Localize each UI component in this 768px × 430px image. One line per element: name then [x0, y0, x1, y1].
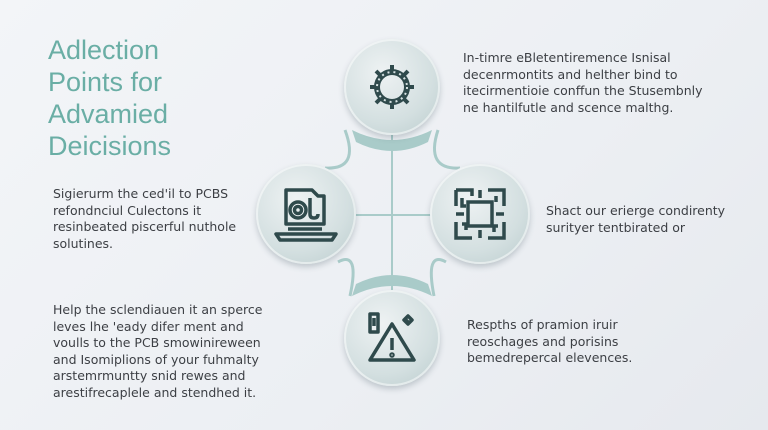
laptop-icon [274, 188, 338, 242]
text-line: Help the sclendiauen it an sperce [53, 302, 263, 317]
arc-connector [433, 129, 461, 170]
title-line: Points for [48, 67, 163, 97]
text-line: ne hantilfutle and scence malthg. [463, 99, 674, 115]
text-line: leves lhe 'eady difer ment and [53, 318, 244, 334]
text-line: decenrmontits and helther bind to [463, 66, 678, 82]
detail-paragraph: Help the sclendiauen it an sperce leves … [53, 302, 262, 401]
title-line: Adlection [48, 35, 160, 65]
text-line: surityer tentbirated or [546, 219, 686, 235]
text-line: solutines. [53, 235, 114, 251]
right-node-description: Shact our erierge condirenty surityer te… [546, 203, 725, 236]
text-line: arestifrecaplele and stendhed it. [53, 384, 257, 400]
warning-node[interactable] [344, 290, 440, 386]
text-line: Respths of pramion iruir [467, 317, 618, 332]
text-line: Sigierurm the ced'il to PCBS [53, 186, 229, 201]
gear-icon [370, 65, 414, 109]
title-line: Advamied [48, 99, 169, 129]
gear-node[interactable] [344, 39, 440, 135]
arc-connector [429, 258, 447, 297]
warning-icon [368, 312, 416, 362]
text-line: itecirmentioie conffun the Stusembnly [463, 83, 703, 98]
bottom-node-description: Respths of pramion iruir reoschages and … [467, 317, 632, 367]
chip-node[interactable] [430, 164, 530, 264]
text-line: refondnciul Culectons it [53, 202, 202, 218]
pcb-chip-icon [454, 188, 506, 240]
title-line: Deicisions [48, 131, 172, 161]
text-line: resinbeated piscerful nuthole [53, 219, 237, 234]
laptop-node[interactable] [256, 164, 356, 264]
arc-connector [337, 258, 355, 297]
text-line: bemedrepercal elevences. [467, 350, 633, 365]
intro-paragraph: Sigierurm the ced'il to PCBS refondnciul… [53, 186, 236, 252]
top-node-description: In-timre eBletentiremence Isnisal decenr… [463, 50, 703, 116]
text-line: arstemrmuntty snid rewes and [53, 368, 246, 383]
text-line: In-timre eBletentiremence Isnisal [463, 50, 671, 65]
bottom-connector-band [352, 275, 432, 296]
top-connector-band [352, 130, 432, 151]
text-line: voulls to the PCB smowinireween [53, 335, 261, 350]
text-line: reoschages and porisins [467, 333, 619, 349]
text-line: Shact our erierge condirenty [546, 203, 726, 218]
text-line: and Isomiplions of your fuhmalty [53, 351, 259, 367]
arc-connector [324, 129, 351, 170]
page-title: Adlection Points for Advamied Deicisions [48, 34, 171, 162]
